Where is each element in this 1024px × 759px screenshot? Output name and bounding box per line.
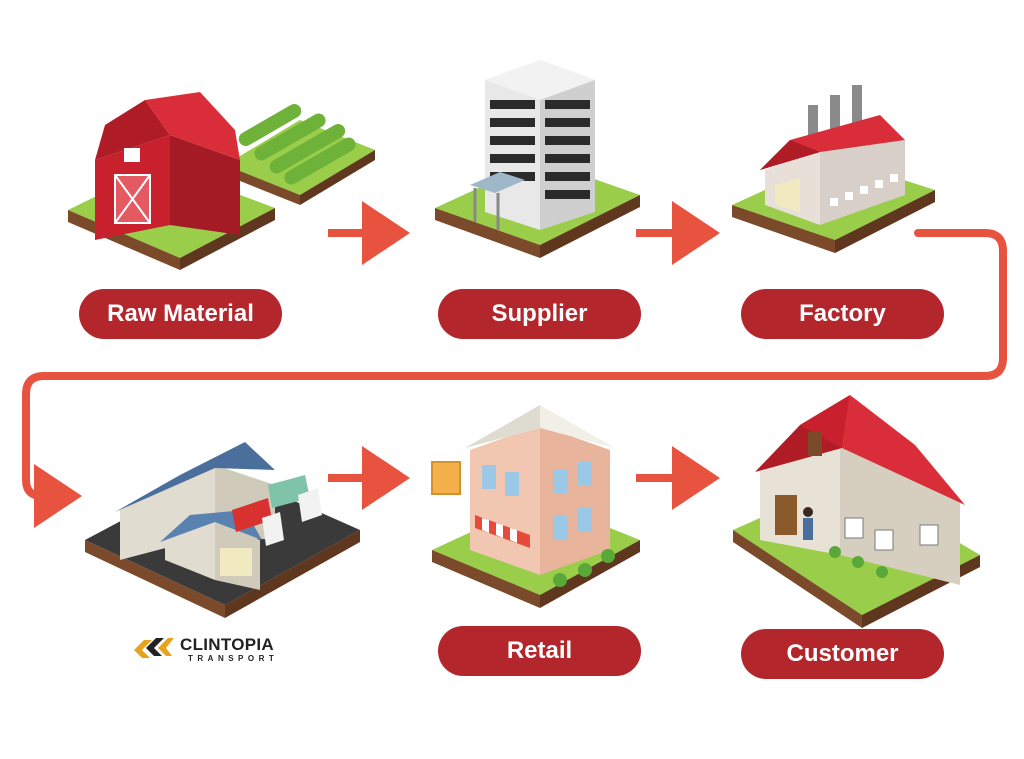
factory-icon [732, 85, 935, 253]
label-factory: Factory [741, 289, 944, 339]
label-retail: Retail [438, 626, 641, 676]
house-icon [733, 395, 980, 628]
logo-subtitle: TRANSPORT [188, 653, 279, 663]
clintopia-logo-mark-icon [134, 638, 174, 658]
office-building-icon [435, 60, 640, 258]
connector-path [22, 229, 1007, 528]
label-raw-material: Raw Material [79, 289, 282, 339]
retail-store-icon [431, 405, 640, 608]
label-supplier: Supplier [438, 289, 641, 339]
barn-icon [68, 92, 375, 270]
logo-name: CLINTOPIA [180, 634, 275, 654]
label-customer: Customer [741, 629, 944, 679]
warehouse-icon [85, 442, 360, 618]
clintopia-logo: CLINTOPIA TRANSPORT [132, 630, 278, 668]
